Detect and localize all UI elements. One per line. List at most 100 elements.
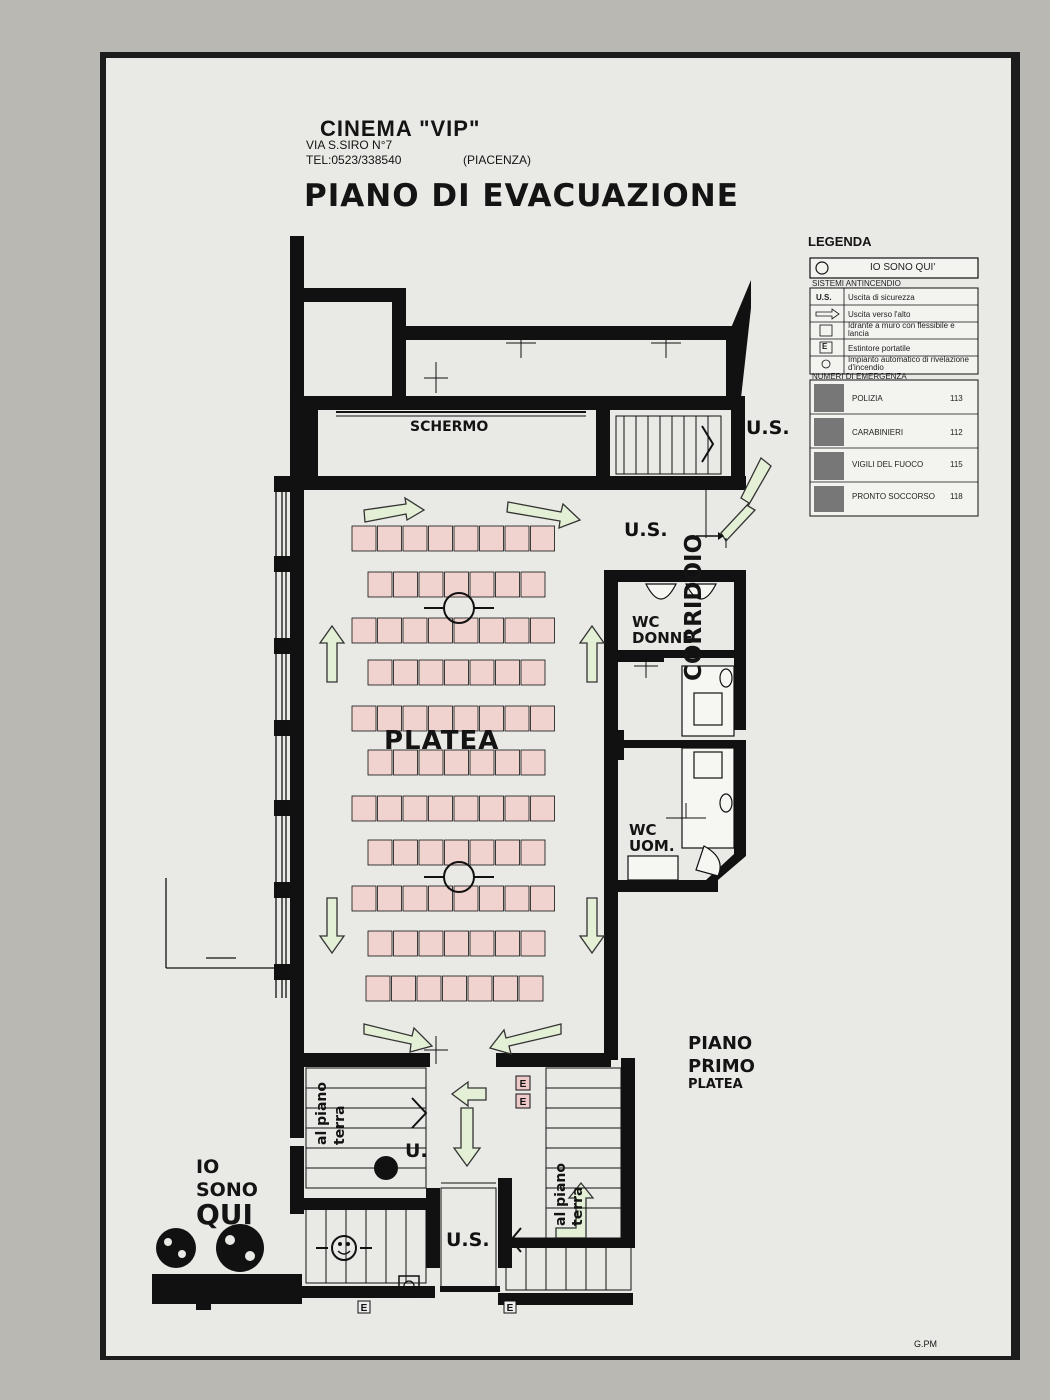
seat (393, 571, 418, 598)
extinguisher-icon (357, 1075, 531, 1314)
page-title: PIANO DI EVACUAZIONE (304, 178, 739, 214)
emergency-number: 112 (950, 428, 963, 437)
seat (391, 975, 416, 1002)
seat (444, 930, 469, 957)
seat (495, 659, 520, 686)
cinema-phone: TEL:0523/338540 (306, 153, 402, 167)
you-are-here-icon (316, 1235, 372, 1261)
walls (152, 236, 751, 1310)
seat (469, 749, 495, 776)
seat (520, 659, 546, 686)
hydrant-icon (398, 1275, 420, 1297)
seat (504, 617, 530, 644)
seat (402, 885, 428, 912)
you-are-here-label: IO (196, 1156, 220, 1178)
legend-fire-section: SISTEMI ANTINCENDIO (812, 279, 901, 288)
seat (351, 525, 377, 552)
emergency-name: PRONTO SOCCORSO (852, 492, 935, 501)
author-signature: G.PM (914, 1339, 938, 1349)
stairs (305, 415, 722, 1291)
seat (495, 930, 520, 957)
seat (367, 749, 393, 776)
seat (530, 885, 555, 912)
wc-women-label: WC (632, 613, 660, 631)
seat (504, 705, 530, 732)
seat (418, 749, 444, 776)
legend-item: Impianto automatico di rivelazione d'inc… (848, 355, 969, 372)
stairs-label: al piano (314, 1082, 330, 1145)
cinema-name: CINEMA "VIP" (320, 116, 481, 141)
floor-label: PIANO (688, 1033, 753, 1054)
stairs-label: al piano (553, 1163, 569, 1226)
smoke-detector-icon (424, 592, 494, 893)
seat (479, 795, 504, 822)
seat (518, 975, 544, 1002)
seat (469, 571, 495, 598)
seat (377, 705, 402, 732)
toilet-fixtures (627, 583, 735, 881)
floor-sublabel: PLATEA (688, 1077, 743, 1092)
seat (367, 571, 393, 598)
seat (418, 839, 444, 866)
stair-chevron (701, 425, 715, 463)
exit-label: U.S. (624, 519, 668, 541)
seat (351, 795, 377, 822)
exit-arrows (318, 456, 772, 1239)
seat (444, 749, 469, 776)
wc-women-label: DONNE (632, 629, 693, 647)
seat (402, 525, 428, 552)
seat (479, 885, 504, 912)
seat (495, 571, 520, 598)
seat (393, 930, 418, 957)
seat (520, 839, 546, 866)
seat (453, 525, 479, 552)
seat (530, 617, 555, 644)
shrub-icon (156, 1156, 398, 1272)
seat (393, 749, 418, 776)
hall-label: PLATEA (384, 726, 500, 756)
seat (428, 525, 453, 552)
extinguisher-label: E (361, 1303, 368, 1314)
seat (377, 885, 402, 912)
extinguisher-label: E (507, 1303, 514, 1314)
seat (493, 975, 518, 1002)
legend-emergency-section: NUMERI DI EMERGENZA (812, 372, 907, 381)
seat (520, 930, 546, 957)
window-lines (165, 236, 297, 998)
extinguisher-label: E (520, 1079, 527, 1090)
seat (428, 617, 453, 644)
seat (444, 659, 469, 686)
seat-rows (351, 525, 555, 1002)
exit-pointer-head (718, 532, 724, 540)
shrub-detail (164, 1235, 255, 1261)
you-are-here-label: SONO (196, 1179, 258, 1201)
wc-men-label: UOM. (629, 837, 675, 855)
seat (520, 571, 546, 598)
seat (504, 525, 530, 552)
seat (351, 705, 377, 732)
seat (351, 617, 377, 644)
door-marks (424, 326, 727, 1068)
seat (377, 795, 402, 822)
legend-symbol-e: E (822, 342, 828, 351)
seat (416, 975, 442, 1002)
legend-item: Idrante a muro con flessibile e lancia (848, 321, 955, 338)
stair-chevron (509, 1227, 522, 1253)
seat (469, 839, 495, 866)
seat (428, 885, 453, 912)
legend-box (809, 257, 979, 517)
exit-label: U.S. (446, 1229, 490, 1251)
you-are-here-label: QUI (196, 1198, 253, 1231)
cinema-city: (PIACENZA) (463, 153, 532, 167)
seat (479, 705, 504, 732)
seat (442, 975, 467, 1002)
legend-item: Estintore portatile (848, 344, 911, 353)
emergency-number: 118 (950, 492, 963, 501)
evacuation-plan-poster: CINEMA "VIP" VIA S.SIRO N°7 TEL:0523/338… (106, 58, 1011, 1356)
emergency-number: 113 (950, 394, 963, 403)
floor-plan: E E E E U.S. U.S. U.S. (152, 236, 979, 1314)
emergency-name: POLIZIA (852, 394, 883, 403)
corridor-label: CORRIDOIO (681, 533, 707, 681)
seat (367, 659, 393, 686)
seat (479, 525, 504, 552)
